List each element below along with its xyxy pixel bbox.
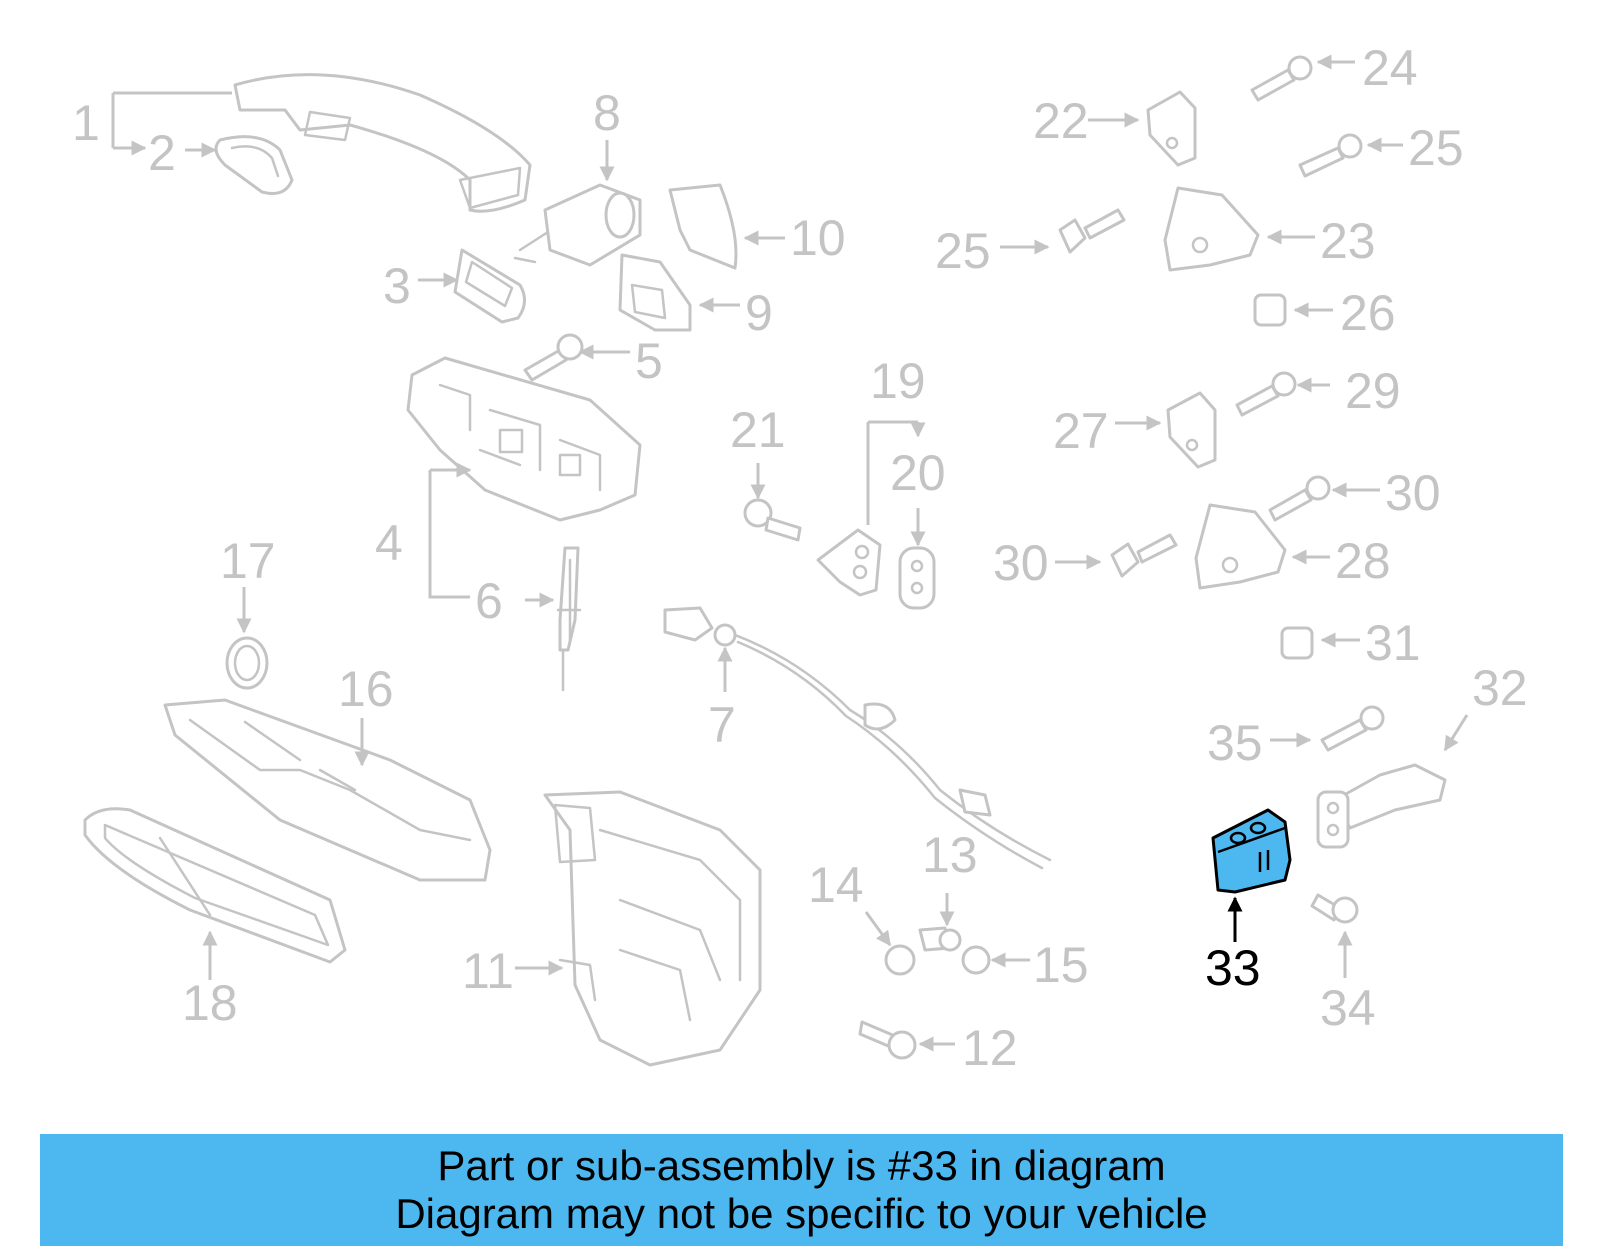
part-35-bolt	[1320, 705, 1385, 752]
part-31-bushing	[1280, 626, 1314, 660]
part-28-hinge	[1194, 503, 1287, 590]
callout-8: 8	[593, 85, 621, 141]
part-25-bolt-lower	[1058, 208, 1126, 254]
part-29-bolt	[1235, 371, 1297, 417]
part-7-cable	[663, 606, 1052, 870]
callout-28: 28	[1335, 533, 1391, 589]
callout-25a: 25	[1408, 120, 1464, 176]
callout-16: 16	[338, 661, 394, 717]
part-21-screw	[743, 498, 802, 542]
part-32-door-check	[1316, 763, 1447, 849]
leader-lines	[111, 54, 1469, 1052]
part-10-cover-cap	[668, 183, 738, 270]
callout-30a: 30	[1385, 465, 1441, 521]
callout-11: 11	[462, 943, 514, 999]
callout-30b: 30	[993, 535, 1049, 591]
part-6-rod	[556, 546, 582, 692]
part-30-bolt-lower	[1110, 533, 1178, 578]
callout-17: 17	[220, 533, 276, 589]
part-8-lock-cylinder	[513, 183, 642, 267]
part-14-plug	[884, 944, 916, 976]
callout-32: 32	[1472, 660, 1528, 716]
part-20-pad	[898, 546, 936, 610]
part-16-inside-handle	[163, 698, 492, 882]
part-17-ring	[225, 636, 269, 690]
callout-25b: 25	[935, 223, 991, 279]
callout-24: 24	[1362, 40, 1418, 96]
callout-15: 15	[1033, 937, 1089, 993]
callout-33-highlighted: 33	[1205, 940, 1261, 996]
part-33-highlighted-bracket[interactable]	[1211, 808, 1292, 894]
part-27-bracket	[1166, 391, 1217, 469]
part-23-hinge	[1163, 186, 1260, 272]
banner-line-disclaimer: Diagram may not be specific to your vehi…	[395, 1190, 1208, 1237]
part-22-bracket	[1146, 90, 1197, 167]
callout-22: 22	[1033, 93, 1089, 149]
callout-2: 2	[148, 125, 176, 181]
callout-7: 7	[708, 697, 736, 753]
callout-31: 31	[1365, 615, 1421, 671]
callout-5: 5	[635, 333, 663, 389]
part-1-outside-handle	[233, 73, 532, 213]
part-11-latch-assembly	[543, 790, 762, 1067]
part-12-screw	[858, 1020, 917, 1060]
part-18-bezel	[83, 807, 347, 964]
part-3-gasket	[453, 248, 526, 324]
callout-4: 4	[375, 515, 403, 571]
callout-23: 23	[1320, 213, 1376, 269]
callout-19: 19	[870, 353, 926, 409]
part-19-pad	[816, 528, 882, 597]
part-15-plug	[961, 945, 991, 975]
part-24-bolt	[1250, 55, 1313, 102]
callout-9: 9	[745, 285, 773, 341]
callout-20: 20	[890, 445, 946, 501]
callout-14: 14	[808, 857, 864, 913]
info-banner: Part or sub-assembly is #33 in diagram D…	[40, 1134, 1563, 1246]
callout-35: 35	[1207, 715, 1263, 771]
part-30-bolt-upper	[1268, 475, 1331, 522]
part-4-handle-bracket	[406, 356, 642, 522]
callout-21: 21	[730, 402, 786, 458]
part-26-bushing	[1253, 293, 1287, 327]
part-2-handle-seal	[214, 135, 294, 195]
callout-10: 10	[790, 210, 846, 266]
callout-labels: 1 2 3 4 5 6 7 8 9 10 11 12 13 14 15 16 1…	[72, 40, 1528, 1076]
part-34-bolt	[1310, 893, 1359, 924]
part-25-bolt-upper	[1298, 133, 1363, 178]
callout-12: 12	[962, 1020, 1018, 1076]
banner-line-part-number: Part or sub-assembly is #33 in diagram	[437, 1142, 1166, 1189]
callout-18: 18	[182, 975, 238, 1031]
callout-34: 34	[1320, 980, 1376, 1036]
callout-26: 26	[1340, 285, 1396, 341]
callout-13: 13	[922, 827, 978, 883]
callout-3: 3	[383, 258, 411, 314]
callout-6: 6	[475, 573, 503, 629]
callout-27: 27	[1053, 403, 1109, 459]
callout-1: 1	[72, 95, 100, 151]
callout-29: 29	[1345, 363, 1401, 419]
part-9-bracket	[618, 253, 692, 332]
part-5-screw	[523, 333, 584, 382]
part-13-clip	[918, 926, 962, 952]
